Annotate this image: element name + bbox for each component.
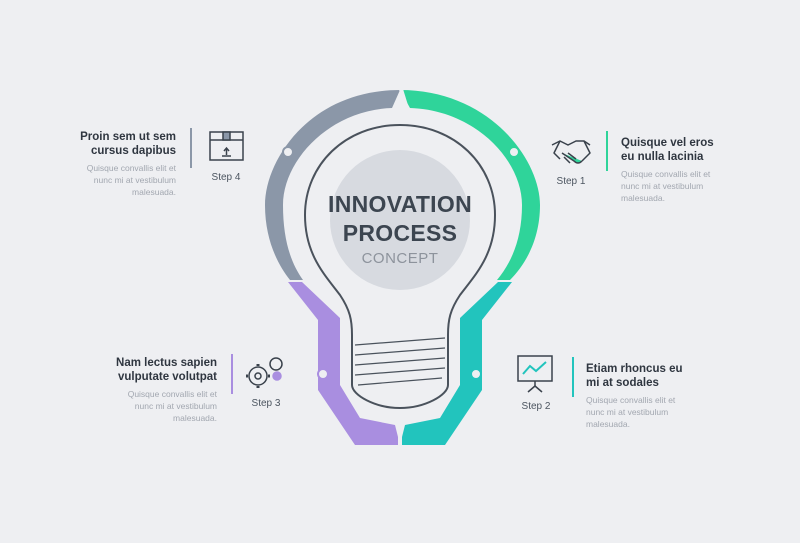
step1-title-line1: Quisque vel eros — [621, 137, 714, 149]
step4-segment — [265, 90, 400, 280]
step1-description: Quisque convallis elit et nunc mi at ves… — [621, 168, 771, 204]
step1-desc-line2: nunc mi at vestibulum — [621, 181, 704, 191]
step4-label: Step 4 — [211, 172, 241, 183]
step3-description: Quisque convallis elit et nunc mi at ves… — [80, 388, 217, 424]
step2-desc-line3: malesuada. — [586, 419, 630, 429]
center-title-group: INNOVATION PROCESS CONCEPT — [300, 190, 500, 267]
step1-connector-dot — [508, 146, 520, 158]
step4-text-block: Proin sem ut sem cursus dapibus Quisque … — [40, 130, 176, 198]
bulb-screw-base — [354, 337, 446, 386]
step2-connector-dot — [470, 368, 482, 380]
step3-accent-bar — [231, 354, 233, 394]
center-title-line1: INNOVATION — [328, 191, 472, 217]
step1-desc-line3: malesuada. — [621, 193, 665, 203]
step1-desc-line1: Quisque convallis elit et — [621, 169, 711, 179]
step3-title-line1: Nam lectus sapien — [116, 357, 217, 369]
step2-desc-line2: nunc mi at vestibulum — [586, 407, 669, 417]
step4-desc-line1: Quisque convallis elit et — [86, 163, 176, 173]
step4-connector-dot — [282, 146, 294, 158]
bulb-glow-circle — [330, 150, 470, 290]
step3-desc-line3: malesuada. — [173, 413, 217, 423]
step4-title-line2: cursus dapibus — [91, 145, 176, 157]
step2-accent-bar — [572, 357, 574, 397]
step4-description: Quisque convallis elit et nunc mi at ves… — [40, 162, 176, 198]
step4-desc-line2: nunc mi at vestibulum — [93, 175, 176, 185]
step1-text-block: Quisque vel eros eu nulla lacinia Quisqu… — [621, 136, 771, 204]
step1-label: Step 1 — [556, 176, 586, 187]
center-subtitle: CONCEPT — [361, 250, 439, 267]
gears-icon — [246, 357, 283, 388]
step3-segment — [288, 282, 400, 445]
step2-description: Quisque convallis elit et nunc mi at ves… — [586, 394, 736, 430]
step4-accent-bar — [190, 128, 192, 168]
step2-segment — [400, 282, 512, 445]
step2-label: Step 2 — [521, 401, 551, 412]
step2-text-block: Etiam rhoncus eu mi at sodales Quisque c… — [586, 362, 736, 430]
step3-desc-line2: nunc mi at vestibulum — [134, 401, 217, 411]
step3-label: Step 3 — [251, 398, 281, 409]
package-box-icon — [209, 131, 244, 161]
step1-segment — [400, 90, 540, 280]
step2-desc-line1: Quisque convallis elit et — [586, 395, 676, 405]
handshake-icon — [551, 140, 591, 164]
presentation-board-icon — [517, 355, 553, 393]
center-title-line2: PROCESS — [342, 220, 458, 246]
step4-desc-line3: malesuada. — [132, 187, 176, 197]
step2-title-line1: Etiam rhoncus eu — [586, 363, 683, 375]
step1-title-line2: eu nulla lacinia — [621, 151, 704, 163]
step4-title-line1: Proin sem ut sem — [80, 131, 176, 143]
step3-connector-dot — [317, 368, 329, 380]
step2-title-line2: mi at sodales — [586, 377, 659, 389]
step1-accent-bar — [606, 131, 608, 171]
bulb-outline — [303, 123, 497, 410]
step3-title-line2: vulputate volutpat — [117, 371, 217, 383]
step3-desc-line1: Quisque convallis elit et — [127, 389, 217, 399]
step3-text-block: Nam lectus sapien vulputate volutpat Qui… — [80, 356, 217, 424]
